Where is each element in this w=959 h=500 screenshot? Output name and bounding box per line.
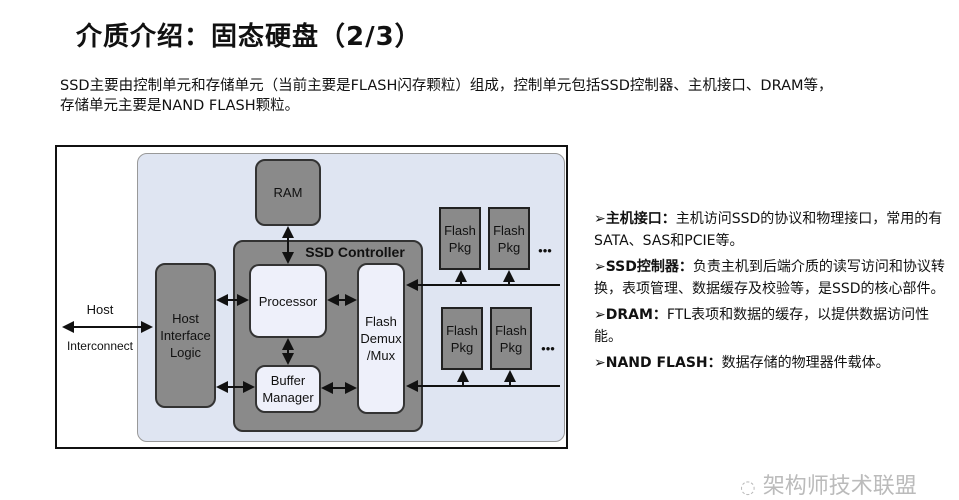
flash-pkg-label: Flash Pkg (493, 222, 525, 255)
flash-pkg: Flash Pkg (490, 307, 532, 370)
buffer-label: Buffer Manager (262, 373, 314, 405)
intro-paragraph: SSD主要由控制单元和存储单元（当前主要是FLASH闪存颗粒）组成，控制单元包括… (60, 76, 940, 116)
bullet-host-interface: ➢主机接口：主机访问SSD的协议和物理接口，常用的有SATA、SAS和PCIE等… (594, 208, 949, 252)
ram-block: RAM (255, 159, 321, 226)
flash-pkg-label: Flash Pkg (495, 322, 527, 355)
watermark-text: 架构师技术联盟 (762, 474, 917, 499)
component-descriptions: ➢主机接口：主机访问SSD的协议和物理接口，常用的有SATA、SAS和PCIE等… (594, 208, 949, 378)
bullet-text: 主机访问SSD的协议和物理接口，常用的有SATA、SAS和PCIE等。 (594, 211, 943, 249)
bullet-text: FTL表项和数据的缓存，以提供数据访问性能。 (594, 307, 930, 345)
bullet-text: 负责主机到后端介质的读写访问和协议转换，表项管理、数据缓存及校验等，是SSD的核… (594, 259, 945, 297)
more-flash-ellipsis: ••• (541, 340, 555, 356)
bullet-text: 数据存储的物理器件载体。 (721, 355, 890, 371)
flash-pkg: Flash Pkg (439, 207, 481, 270)
interconnect-label: Interconnect (66, 338, 134, 353)
bullet-term: ➢NAND FLASH： (594, 355, 722, 371)
host-interface-block: Host Interface Logic (155, 263, 216, 408)
flash-pkg: Flash Pkg (488, 207, 530, 270)
processor-label: Processor (258, 293, 318, 309)
demux-label: Flash Demux /Mux (360, 314, 402, 363)
bullet-dram: ➢DRAM：FTL表项和数据的缓存，以提供数据访问性能。 (594, 304, 949, 348)
ram-label: RAM (273, 185, 303, 200)
flash-pkg-label: Flash Pkg (444, 222, 476, 255)
bullet-term: ➢DRAM： (594, 307, 667, 323)
flash-demux-block: Flash Demux /Mux (357, 263, 405, 414)
host-interface-label: Host Interface Logic (160, 311, 211, 360)
bullet-term: ➢主机接口： (594, 211, 676, 227)
intro-line-1: SSD主要由控制单元和存储单元（当前主要是FLASH闪存颗粒）组成，控制单元包括… (60, 78, 833, 94)
bullet-nand-flash: ➢NAND FLASH：数据存储的物理器件载体。 (594, 352, 949, 374)
host-label: Host (86, 301, 114, 317)
bullet-ssd-controller: ➢SSD控制器：负责主机到后端介质的读写访问和协议转换，表项管理、数据缓存及校验… (594, 256, 949, 300)
more-flash-ellipsis: ••• (538, 242, 552, 258)
flash-pkg: Flash Pkg (441, 307, 483, 370)
watermark: ◌ 架构师技术联盟 (740, 468, 917, 500)
processor-block: Processor (249, 264, 327, 338)
intro-line-2: 存储单元主要是NAND FLASH颗粒。 (60, 98, 300, 114)
wechat-icon: ◌ (740, 477, 756, 498)
ssd-controller-label: SSD Controller (305, 243, 405, 260)
bullet-term: ➢SSD控制器： (594, 259, 693, 275)
buffer-manager-block: Buffer Manager (255, 365, 321, 413)
slide-title: 介质介绍：固态硬盘（2/3） (76, 22, 422, 52)
flash-pkg-label: Flash Pkg (446, 322, 478, 355)
